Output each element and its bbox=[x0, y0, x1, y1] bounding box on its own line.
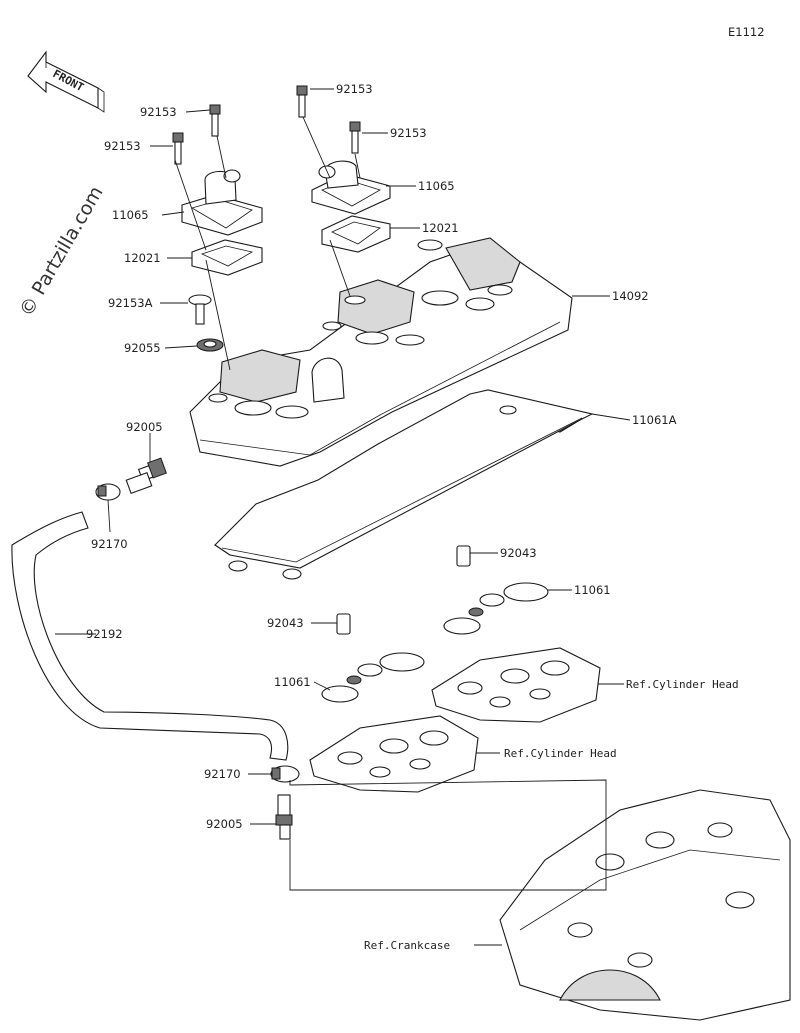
cylinder-head-cover bbox=[189, 237, 573, 467]
label-92153-b: 92153 bbox=[104, 139, 141, 153]
label-14092: 14092 bbox=[612, 289, 649, 303]
reed-valve-right bbox=[321, 215, 391, 253]
cylinder-head-lower bbox=[309, 715, 479, 793]
label-11061-b: 11061 bbox=[274, 675, 311, 689]
dowel-pin-upper bbox=[456, 545, 471, 567]
grommet-92055 bbox=[196, 338, 224, 352]
dowel-pin-lower bbox=[336, 613, 351, 635]
hose-clamp-top bbox=[95, 483, 121, 501]
bolt-92153A bbox=[188, 294, 212, 325]
bolt-92153-left-top bbox=[209, 104, 221, 137]
label-92170-a: 92170 bbox=[91, 537, 128, 551]
label-ref-cylinder-head-b: Ref.Cylinder Head bbox=[504, 747, 617, 760]
label-92043-a: 92043 bbox=[500, 546, 537, 560]
breather-fitting-bottom bbox=[275, 794, 293, 840]
reed-valve-left bbox=[191, 239, 263, 276]
plug-gasket-lower bbox=[321, 652, 425, 703]
label-92192: 92192 bbox=[86, 627, 123, 641]
label-92153A: 92153A bbox=[108, 296, 153, 310]
breather-hose bbox=[11, 511, 289, 761]
label-ref-crankcase: Ref.Crankcase bbox=[364, 939, 450, 952]
label-11061-a: 11061 bbox=[574, 583, 611, 597]
cylinder-head-upper bbox=[431, 647, 601, 723]
bolt-92153-right-top bbox=[296, 85, 308, 118]
bolt-92153-right bbox=[349, 121, 361, 154]
hose-clamp-bottom bbox=[270, 765, 300, 783]
label-92005-b: 92005 bbox=[206, 817, 243, 831]
label-12021-a: 12021 bbox=[124, 251, 161, 265]
label-92153-d: 92153 bbox=[390, 126, 427, 140]
front-arrow-icon: FRONT bbox=[27, 50, 105, 113]
label-92153-c: 92153 bbox=[336, 82, 373, 96]
plug-gasket-upper bbox=[443, 582, 549, 635]
crankcase bbox=[499, 789, 791, 1021]
label-92043-b: 92043 bbox=[267, 616, 304, 630]
label-11065-a: 11065 bbox=[112, 208, 149, 222]
label-ref-cylinder-head-a: Ref.Cylinder Head bbox=[626, 678, 739, 691]
label-92055: 92055 bbox=[124, 341, 161, 355]
label-92170-b: 92170 bbox=[204, 767, 241, 781]
breather-fitting-top bbox=[125, 457, 167, 495]
diagram-code: E1112 bbox=[728, 25, 765, 39]
part-labels: 92153 92153 92153 92153 11065 11065 1202… bbox=[86, 82, 739, 952]
leader-lines bbox=[55, 88, 631, 946]
label-11065-b: 11065 bbox=[418, 179, 455, 193]
watermark: © Partzilla.com bbox=[15, 183, 107, 321]
reed-valve-cover-right bbox=[311, 160, 391, 215]
reed-valve-cover-left bbox=[181, 169, 263, 236]
label-92153-a: 92153 bbox=[140, 105, 177, 119]
label-92005-a: 92005 bbox=[126, 420, 163, 434]
head-cover-gasket bbox=[214, 389, 594, 580]
label-11061A: 11061A bbox=[632, 413, 677, 427]
bolt-92153-left bbox=[172, 132, 184, 165]
label-12021-b: 12021 bbox=[422, 221, 459, 235]
